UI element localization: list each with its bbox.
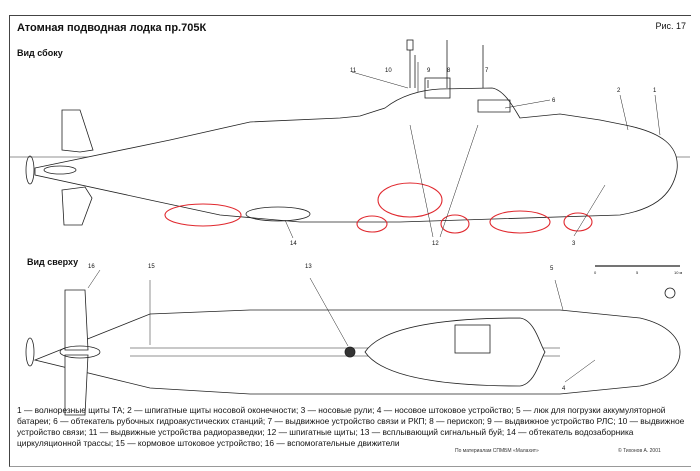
- red-highlights: [164, 182, 593, 234]
- figure-number: Рис. 17: [655, 21, 686, 31]
- page-title: Атомная подводная лодка пр.705К: [17, 22, 207, 34]
- north-arrow-icon: [664, 287, 676, 299]
- copyright: © Тихонов А. 2001: [618, 448, 661, 454]
- callout-14: 14: [290, 241, 297, 247]
- callout-11: 11: [350, 68, 357, 74]
- callout-8: 8: [447, 68, 451, 74]
- svg-text:0: 0: [594, 270, 597, 275]
- source-credit: По материалам СПМБМ «Малахит»: [455, 448, 539, 454]
- callout-13: 13: [305, 264, 312, 270]
- callout-2: 2: [617, 88, 621, 94]
- callout-1: 1: [653, 88, 657, 94]
- top-view: 16 15 13 5 4 0 5 10 м: [25, 264, 683, 416]
- scale-bar: 0 5 10 м: [594, 265, 683, 275]
- callout-4: 4: [562, 386, 566, 392]
- side-view: 14 12 3 1 2 6 7 8 9 10 11: [10, 39, 690, 247]
- side-view-heading: Вид сбоку: [17, 48, 63, 58]
- svg-text:10 м: 10 м: [674, 270, 683, 275]
- svg-text:5: 5: [636, 270, 639, 275]
- callout-16: 16: [88, 264, 95, 270]
- callout-12: 12: [432, 241, 439, 247]
- callout-9: 9: [427, 68, 431, 74]
- callout-10: 10: [385, 68, 392, 74]
- callout-7: 7: [485, 68, 489, 74]
- top-view-heading: Вид сверху: [27, 257, 79, 267]
- callout-15: 15: [148, 264, 155, 270]
- legend-text: 1 — волнорезные щиты ТА; 2 — шпигатные щ…: [17, 405, 685, 448]
- drawing-frame: [9, 15, 691, 467]
- callout-6: 6: [552, 98, 556, 104]
- callout-3: 3: [572, 241, 576, 247]
- callout-5: 5: [550, 266, 554, 272]
